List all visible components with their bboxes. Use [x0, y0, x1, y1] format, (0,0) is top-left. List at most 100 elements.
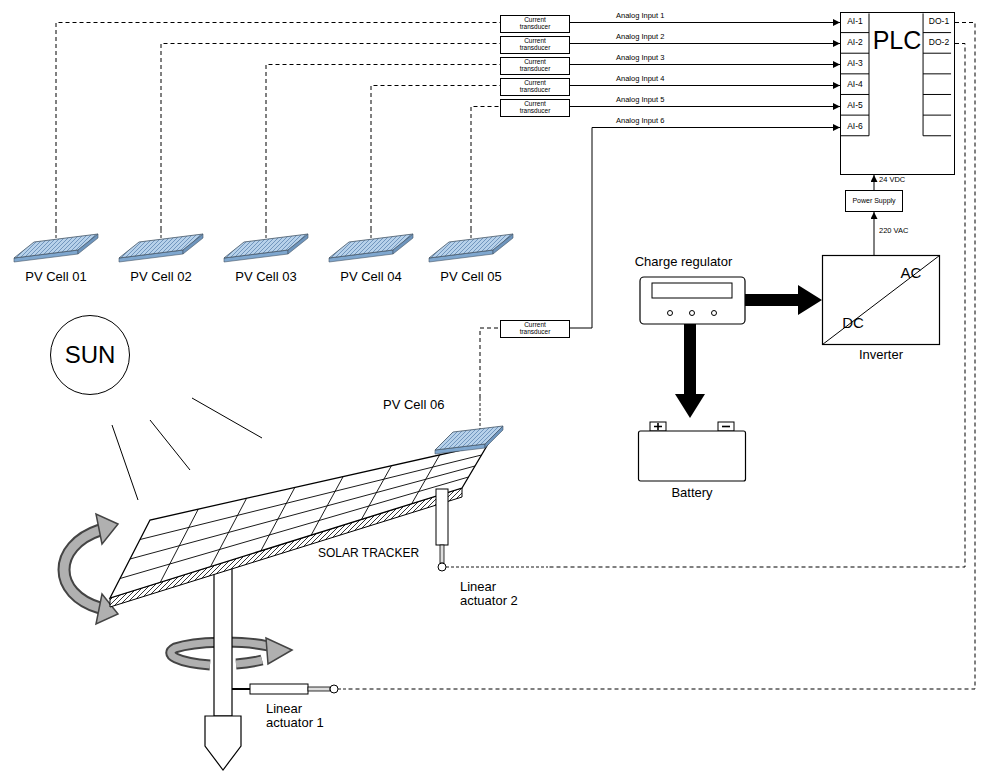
- inverter-box: [823, 256, 940, 345]
- node-text: AC: [886, 265, 936, 282]
- pv-end: [493, 234, 513, 254]
- actuator-eye: [330, 685, 338, 693]
- pv-end: [288, 234, 308, 254]
- tilt-arrow-outline: [64, 530, 100, 608]
- regulator-body: [640, 277, 745, 324]
- signal-wire: [570, 106, 840, 107]
- node-text: Current transducer: [512, 322, 558, 336]
- pv-lead: [480, 398, 481, 429]
- grid-line: [140, 455, 482, 540]
- node-text: SUN: [53, 342, 127, 367]
- tracker-panel: [110, 444, 488, 598]
- node-text: PV Cell 06: [383, 398, 463, 412]
- pv-end: [78, 234, 98, 254]
- battery-terminal: [718, 422, 734, 431]
- signal-wire: [570, 22, 840, 23]
- tilt-arrow-head: [96, 514, 118, 544]
- node-text: Linear actuator 2: [460, 580, 540, 609]
- node-text: PV Cell 05: [427, 270, 515, 284]
- signal-wire: [570, 85, 840, 86]
- pv-panel: [329, 234, 413, 258]
- pv-cell: PV Cell 02: [117, 230, 205, 290]
- pv-lead: [161, 230, 162, 239]
- pv-lead: [56, 230, 57, 239]
- node-text: Current transducer: [512, 101, 558, 115]
- rotation-arrow-head: [266, 638, 292, 664]
- actuator-lead: [338, 689, 348, 690]
- signal-label: Analog Input 1: [615, 12, 665, 20]
- power-supply-box: Power Supply: [845, 190, 903, 212]
- pv-end: [393, 234, 413, 254]
- actuator-rod: [308, 687, 330, 691]
- pv-panel: [435, 426, 503, 450]
- inverter-diagonal: [823, 256, 940, 345]
- pv-end: [183, 234, 203, 254]
- linear-actuator: Linear actuator 1: [238, 680, 348, 740]
- regulator-display: [652, 283, 732, 298]
- pin-label: AI-6: [841, 122, 869, 131]
- node-text: Current transducer: [512, 17, 558, 31]
- pv-lead: [266, 230, 267, 239]
- signal-label: 220 VAC: [878, 227, 909, 235]
- plc-column: [869, 13, 923, 135]
- node-text: Battery: [638, 486, 746, 500]
- plc-unit: PLCAI-1AI-2AI-3AI-4AI-5AI-6DO-1DO-2: [840, 12, 955, 175]
- node-text: PV Cell 03: [222, 270, 310, 284]
- sun-ray: [150, 420, 190, 470]
- dashed-wire: [471, 107, 500, 231]
- pv-lead: [471, 230, 472, 239]
- node-text: Inverter: [822, 348, 940, 362]
- power-flow-arrow: [745, 285, 822, 315]
- battery-body: [639, 431, 746, 481]
- actuator-lead: [446, 567, 548, 568]
- pin-label: DO-1: [925, 17, 953, 26]
- node-text: Linear actuator 1: [266, 702, 346, 731]
- node-text: DC: [828, 315, 878, 332]
- grid-line: [120, 477, 469, 579]
- node-text: Current transducer: [512, 38, 558, 52]
- actuator-eye: [438, 563, 446, 571]
- current-transducer: Current transducer: [500, 78, 570, 96]
- dashed-wire: [371, 86, 500, 231]
- tilt-arrow-body: [64, 530, 100, 608]
- signal-label: Analog Input 4: [615, 75, 665, 83]
- terminal-minus: [722, 426, 730, 428]
- rotation-arrow-front: [236, 638, 292, 664]
- pv-cell: PV Cell 01: [12, 230, 100, 290]
- pv-panel: [429, 234, 513, 258]
- actuator-cylinder: [250, 684, 308, 694]
- linear-actuator: Linear actuator 2: [430, 485, 548, 617]
- sun-circle: SUN: [50, 315, 130, 395]
- pv-cell: PV Cell 06: [383, 398, 505, 460]
- grid-line: [130, 466, 475, 559]
- node-text: Power Supply: [849, 197, 899, 204]
- pole-base: [205, 716, 241, 770]
- pin-label: AI-5: [841, 101, 869, 110]
- sun-ray: [192, 398, 262, 438]
- power-flow-arrow: [675, 324, 705, 418]
- dashed-wire: [266, 65, 500, 231]
- inverter: AC DC Inverter: [822, 255, 940, 365]
- tracker-pole: [214, 556, 232, 716]
- sun-ray: [112, 425, 138, 500]
- current-transducer: Current transducer: [500, 57, 570, 75]
- signal-label: Analog Input 2: [615, 33, 665, 41]
- signal-label: Analog Input 3: [615, 54, 665, 62]
- actuator-mount: [238, 688, 250, 690]
- pin-label: DO-2: [925, 38, 953, 47]
- regulator-button: [690, 311, 695, 316]
- node-text: Current transducer: [512, 59, 558, 73]
- part-name: SOLAR TRACKER: [318, 547, 438, 560]
- current-transducer: Current transducer: [500, 99, 570, 117]
- signal-wire: [570, 128, 840, 329]
- node-text: PV Cell 02: [117, 270, 205, 284]
- pin-label: AI-2: [841, 38, 869, 47]
- actuator-rod: [440, 545, 444, 563]
- pv-cell: PV Cell 04: [327, 230, 415, 290]
- signal-wire: [570, 43, 840, 44]
- signal-wire: [874, 175, 875, 190]
- current-transducer: Current transducer: [500, 320, 570, 338]
- charge-regulator: Charge regulator: [612, 252, 745, 324]
- node-text: PV Cell 01: [12, 270, 100, 284]
- regulator-button: [712, 311, 717, 316]
